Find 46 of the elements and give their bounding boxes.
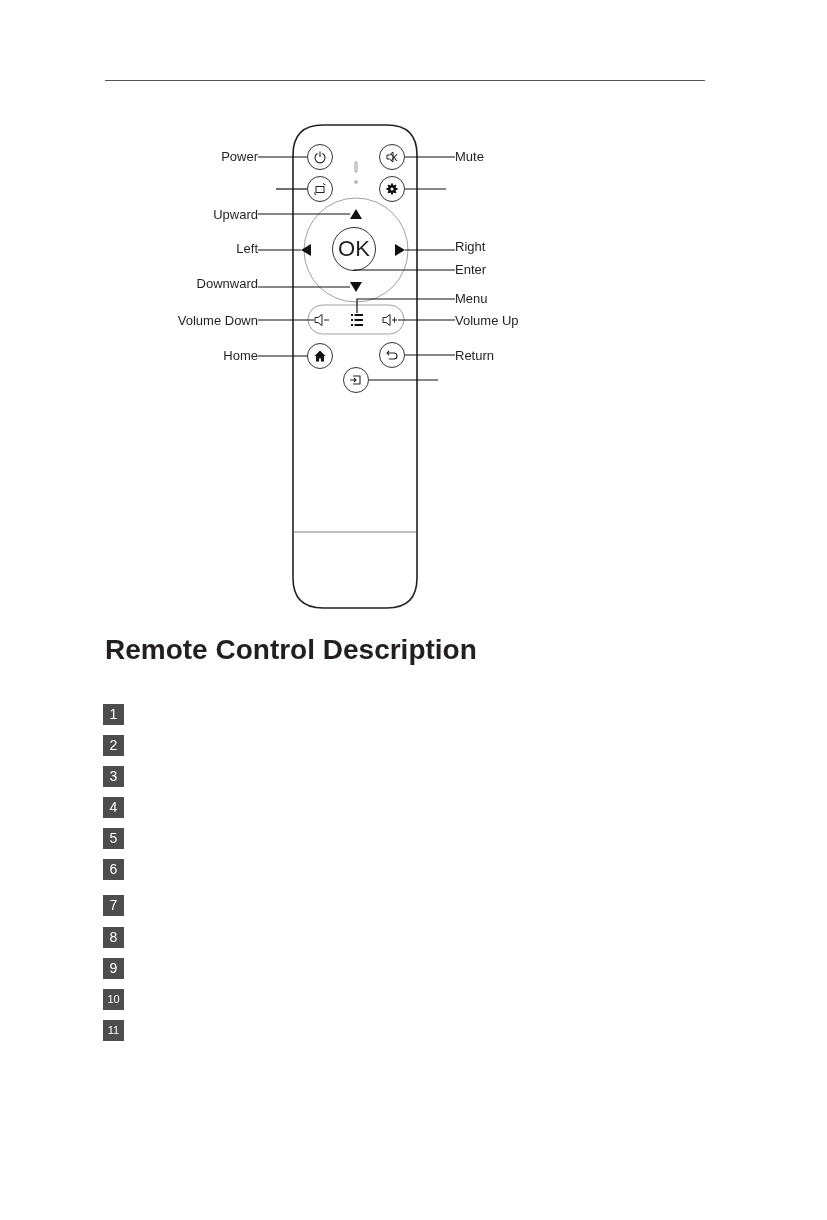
menu-icon (351, 313, 363, 327)
leader-line (257, 319, 315, 321)
down-triangle-icon (350, 282, 362, 292)
callout-number: 8 (103, 927, 124, 948)
volume-up-icon (382, 313, 398, 327)
callout-number: 10 (103, 989, 124, 1010)
callout-number: 7 (103, 895, 124, 916)
button-label: Home (145, 348, 258, 364)
button-label: Right (455, 239, 555, 255)
leader-line (257, 249, 302, 251)
left-triangle-icon (301, 244, 311, 256)
leader-line (257, 286, 351, 288)
button-label: Return (455, 348, 555, 364)
callout-number: 4 (103, 797, 124, 818)
callout-number: 5 (103, 828, 124, 849)
button-label: Power (145, 149, 258, 165)
button-label: Volume Down (145, 313, 258, 329)
callout-number: 1 (103, 704, 124, 725)
button-label: Mute (455, 149, 555, 165)
up-triangle-icon (350, 209, 362, 219)
volume-down-icon (314, 313, 330, 327)
leader-line (368, 379, 439, 381)
leader-line (257, 213, 351, 215)
leader-line (257, 355, 308, 357)
leader-line (356, 298, 456, 314)
leader-line (353, 269, 456, 272)
callout-number: 2 (103, 735, 124, 756)
button-label: Enter (455, 262, 555, 278)
button-label: Volume Up (455, 313, 555, 329)
button-label: Left (145, 241, 258, 257)
right-triangle-icon (395, 244, 405, 256)
callout-number: 6 (103, 859, 124, 880)
button-label: Downward (145, 276, 258, 292)
leader-line (275, 188, 308, 190)
button-label: Upward (145, 207, 258, 223)
leader-line (397, 319, 456, 321)
leader-line (404, 249, 456, 251)
page-title: Remote Control Description (105, 634, 477, 666)
leader-line (257, 156, 308, 158)
callout-number: 3 (103, 766, 124, 787)
callout-number: 11 (103, 1020, 124, 1041)
leader-line (404, 188, 447, 190)
leader-line (404, 156, 456, 158)
callout-number: 9 (103, 958, 124, 979)
leader-line (404, 354, 456, 356)
button-label: Menu (455, 291, 555, 307)
